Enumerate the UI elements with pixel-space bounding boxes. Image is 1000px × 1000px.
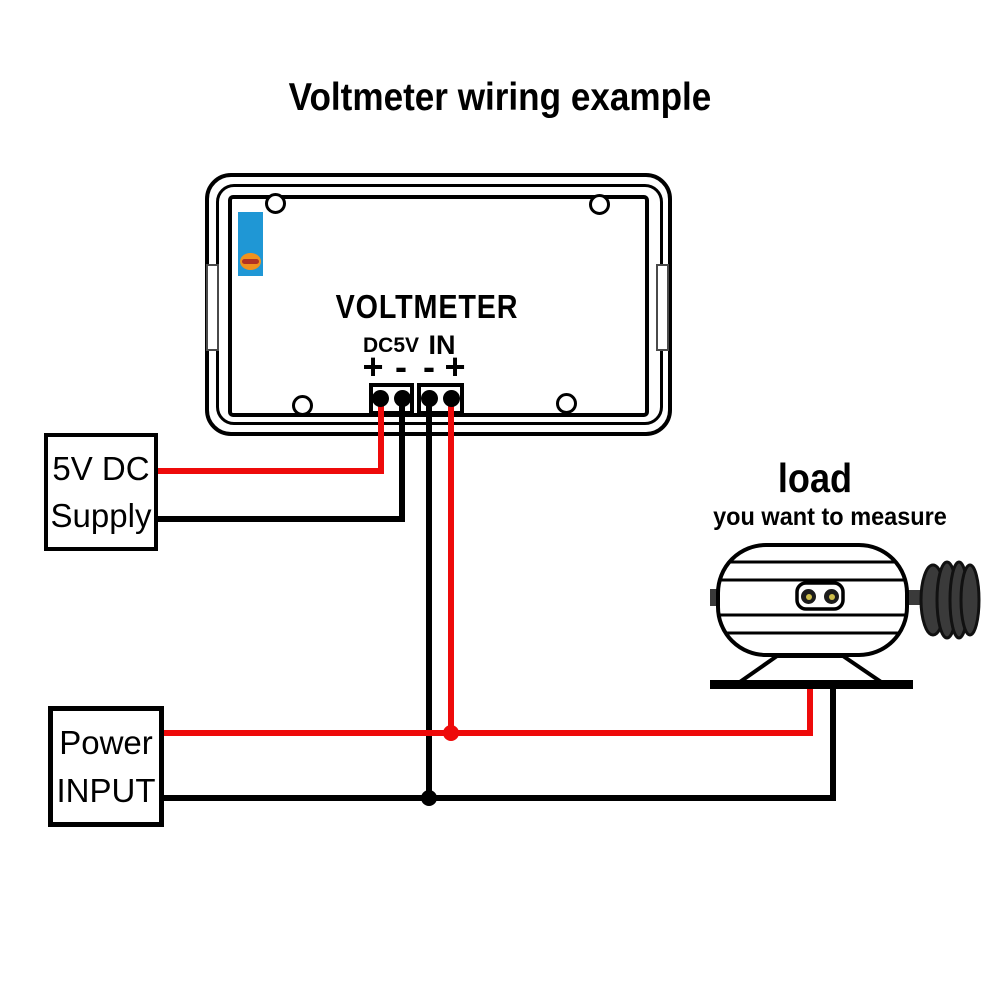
motor-base-bar	[710, 680, 913, 689]
black-wire-junction-dot	[421, 790, 437, 806]
wire-black-power-horizontal	[160, 795, 836, 801]
motor-terminal-left-pin	[805, 593, 812, 600]
terminal-in-minus	[421, 390, 438, 407]
power-line1: Power	[59, 724, 153, 761]
wire-black-dc5v-minus-vertical	[399, 399, 405, 522]
red-wire-junction-dot	[443, 725, 459, 741]
voltmeter-label: VOLTMETER	[335, 288, 519, 325]
wire-red-in-plus-vertical	[448, 399, 454, 736]
motor-fins	[718, 560, 907, 635]
dc5v-minus-symbol: -	[395, 346, 407, 387]
sticker-bar-icon	[242, 259, 259, 264]
right-mounting-tab	[656, 264, 669, 351]
screw-hole-top-left-icon	[265, 193, 286, 214]
screw-hole-top-right-icon	[589, 194, 610, 215]
load-title: load	[777, 455, 853, 501]
port-group-in-label: IN	[428, 330, 456, 360]
supply-box: 5V DC Supply	[44, 433, 158, 551]
wire-black-in-minus-vertical	[426, 399, 432, 801]
motor-terminal-right-pin	[828, 593, 835, 600]
terminal-in-plus	[443, 390, 460, 407]
wire-black-dc5v-minus-horizontal	[156, 516, 405, 522]
power-line2: INPUT	[56, 772, 156, 809]
power-input-box: Power INPUT	[48, 706, 164, 827]
motor-left-shaft-stub	[710, 589, 720, 606]
in-minus-symbol: -	[423, 346, 435, 387]
motor-terminal-left	[801, 589, 816, 604]
dc5v-plus-symbol: +	[362, 346, 384, 387]
screw-hole-bottom-right-icon	[556, 393, 577, 414]
terminal-dc5v-minus	[394, 390, 411, 407]
page-title: Voltmeter wiring example	[288, 76, 712, 119]
wire-red-dc5v-plus-horizontal	[156, 468, 384, 474]
motor-pulley-icon	[919, 560, 981, 640]
wire-black-load-vertical	[830, 596, 836, 798]
blue-label-sticker	[238, 212, 263, 276]
motor-terminal-right	[824, 589, 839, 604]
supply-line1: 5V DC	[52, 449, 150, 487]
in-plus-symbol: +	[444, 346, 466, 387]
port-group-dc5v-label: DC5V	[362, 334, 420, 357]
motor-illustration	[710, 543, 981, 689]
screw-hole-bottom-left-icon	[292, 395, 313, 416]
terminal-dc5v-plus	[372, 390, 389, 407]
supply-line2: Supply	[50, 497, 152, 535]
left-mounting-tab	[206, 264, 219, 351]
motor-stand	[730, 654, 891, 686]
voltmeter-back-panel	[228, 195, 649, 417]
wire-red-dc5v-plus-vertical	[378, 399, 384, 474]
wire-red-power-horizontal	[160, 730, 813, 736]
load-subtitle: you want to measure	[713, 503, 947, 531]
